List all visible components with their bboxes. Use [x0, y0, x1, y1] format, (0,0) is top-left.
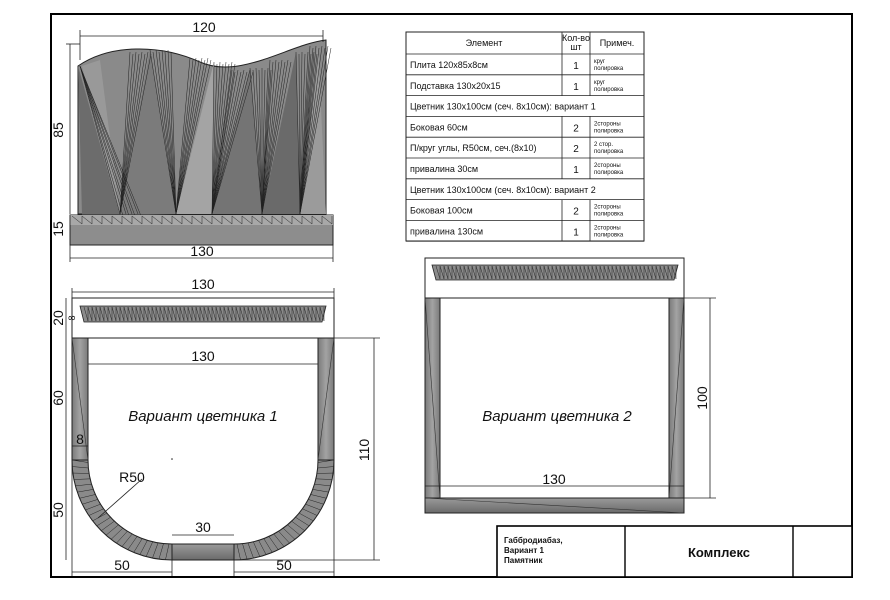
dim-v2-width: 130 [542, 471, 566, 487]
table-cell-note: круг [594, 80, 606, 86]
sheet-frame [50, 13, 853, 578]
title-block-material: Габбродиабаз, [504, 536, 563, 545]
table-cell-qty: 2 [573, 207, 579, 218]
dim-v1-total-length: 110 [356, 439, 372, 462]
dim-v1-arc-height: 50 [50, 502, 66, 518]
table-cell-element: Боковая 100см [410, 206, 473, 216]
table-cell-qty: 1 [573, 82, 579, 93]
dim-stele-width: 120 [192, 19, 216, 35]
table-cell-element: привалина 130см [410, 226, 483, 236]
table-section-row: Цветник 130х100см (сеч. 8х10см): вариант… [406, 185, 644, 201]
table-cell-note: 2стороны [594, 163, 621, 169]
dim-v1-side-thickness: 8 [76, 431, 84, 447]
table-cell-note: 2 стор. [594, 142, 613, 148]
table-header-qty-unit: шт [570, 42, 581, 52]
table-cell-note: 2стороны [594, 225, 621, 231]
table-header-note: Примеч. [600, 38, 635, 48]
flowerbed-variant-1 [71, 297, 335, 561]
table-header-element: Элемент [466, 38, 503, 48]
variant2-dimensions: 100 130 [425, 297, 716, 499]
table-cell-element: П/круг углы, R50см, сеч.(8х10) [410, 143, 537, 153]
dim-stele-height: 85 [50, 122, 66, 138]
dim-v1-bottom-left: 50 [114, 557, 130, 573]
table-cell-note-finish: полировка [594, 170, 624, 176]
dim-v2-length: 100 [694, 386, 710, 410]
table-cell-element: привалина 30см [410, 164, 478, 174]
caption-variant-1: Вариант цветника 1 [128, 408, 278, 425]
table-cell-element: Подставка 130х20х15 [410, 81, 501, 91]
table-cell-element: Плита 120х85х8см [410, 60, 488, 70]
dim-v1-front-inner: 8 [67, 315, 77, 320]
table-cell-note: 2стороны [594, 205, 621, 211]
table-cell-note-finish: полировка [594, 149, 624, 155]
table-section-row: Цветник 130х100см (сеч. 8х10см): вариант… [406, 102, 644, 117]
dim-v1-radius: R50 [119, 469, 145, 485]
table-cell-note: 2стороны [594, 121, 621, 127]
table-section-label: Цветник 130х100см (сеч. 8х10см): вариант… [410, 102, 596, 112]
v1-bottom-segment [171, 543, 235, 561]
table-cell-note: круг [594, 59, 606, 65]
stele-facets [79, 45, 332, 217]
caption-variant-2: Вариант цветника 2 [482, 408, 632, 425]
dim-v1-inner-width: 130 [191, 348, 215, 364]
table-cell-qty: 1 [573, 165, 579, 176]
table-cell-note-finish: полировка [594, 232, 624, 238]
dim-v1-side-length: 60 [50, 390, 66, 406]
spec-table: Элемент Кол-во шт Примеч. Плита 120х85х8… [405, 31, 645, 242]
dim-base-width: 130 [190, 243, 214, 259]
table-cell-note-finish: полировка [594, 128, 624, 134]
v1-arc-right [233, 459, 335, 561]
table-cell-qty: 1 [573, 61, 579, 72]
table-cell-qty: 2 [573, 144, 579, 155]
table-cell-note-finish: полировка [594, 66, 624, 72]
dim-v1-bottom-segment: 30 [195, 519, 211, 535]
flowerbed-variant-2 [424, 257, 685, 514]
table-header-qty: Кол-во [562, 33, 590, 43]
title-block-type: Памятник [504, 556, 543, 565]
stele-view [69, 39, 334, 246]
base-facets [71, 215, 333, 225]
table-cell-element: Боковая 60см [410, 122, 468, 132]
dim-base-height: 15 [50, 221, 66, 237]
table-row: П/круг углы, R50см, сеч.(8х10) 2 2 стор.по… [406, 137, 644, 159]
dim-v1-bottom-right: 50 [276, 557, 292, 573]
table-cell-qty: 2 [573, 123, 579, 134]
table-cell-qty: 1 [573, 227, 579, 238]
table-section-label: Цветник 130х100см (сеч. 8х10см): вариант… [410, 185, 596, 195]
stele-dimensions: 120 85 15 130 [50, 19, 334, 262]
table-cell-note-finish: полировка [594, 212, 624, 218]
dim-v1-front-thickness: 20 [50, 310, 66, 326]
title-block-variant: Вариант 1 [504, 546, 544, 555]
table-cell-note-finish: полировка [594, 87, 624, 93]
variant1-dimensions: 130 20 8 130 60 8 110 R50 30 50 50 50 [50, 276, 380, 576]
title-block: Габбродиабаз, Вариант 1 Памятник Комплек… [496, 525, 853, 578]
dim-v1-top-width: 130 [191, 276, 215, 292]
title-block-title: Комплекс [688, 545, 750, 560]
